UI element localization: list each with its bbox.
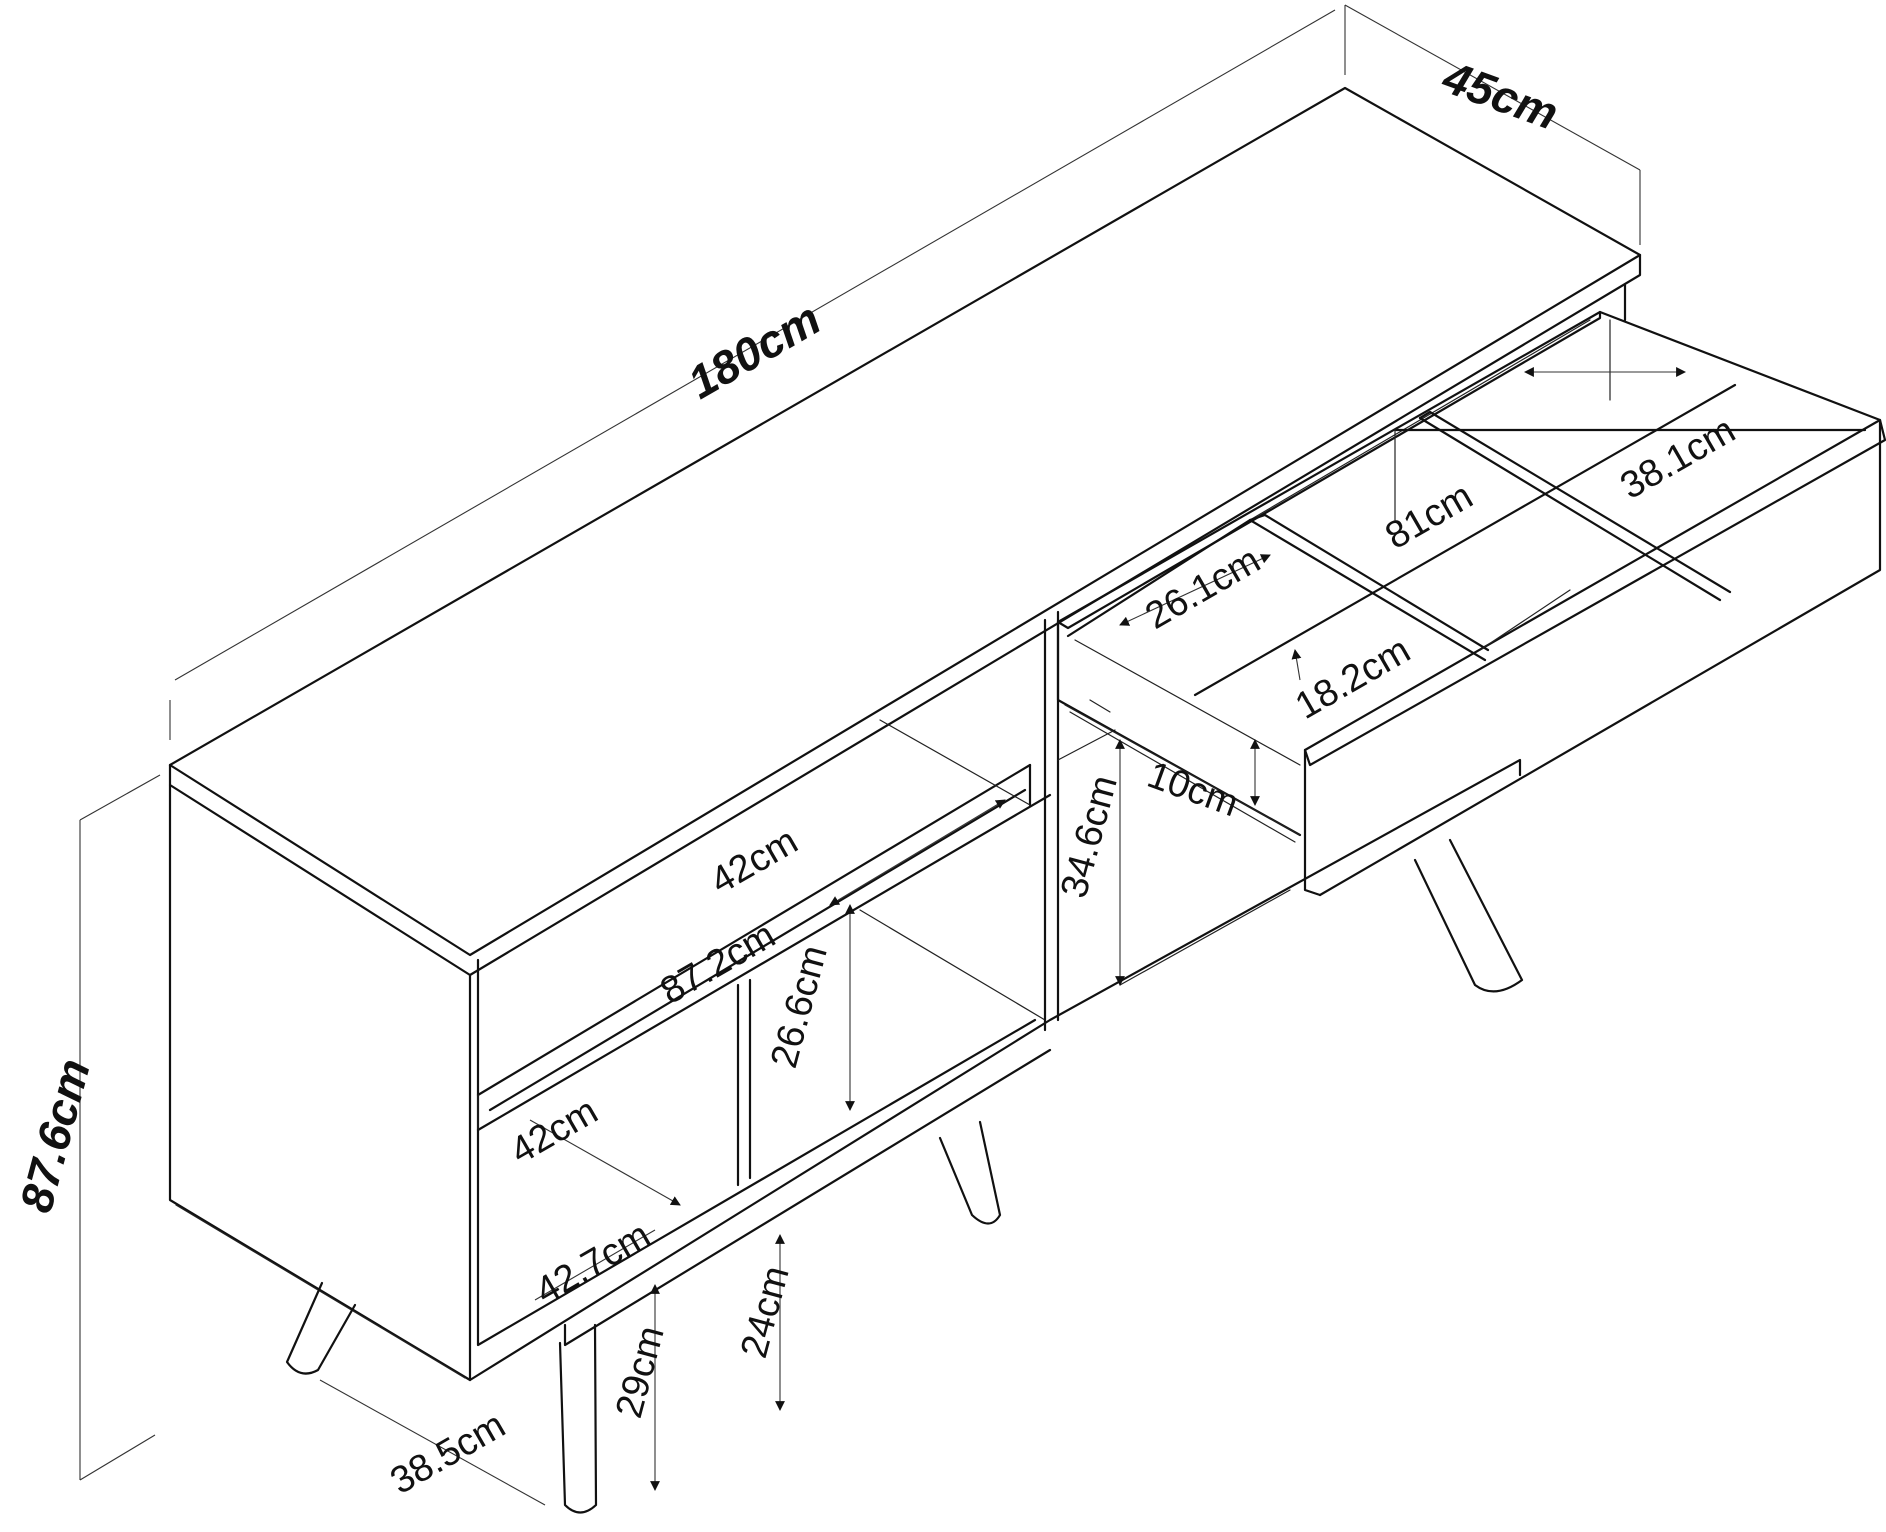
label-depth: 45cm [1436,50,1565,139]
label-right-compartment-height: 34.6cm [1053,771,1126,902]
label-drawer-height: 10cm [1142,754,1244,825]
label-lower-compartment-width: 42.7cm [529,1214,658,1313]
label-upper-compartment-height: 26.6cm [763,941,836,1072]
label-drawer-inner-width: 81cm [1379,475,1480,558]
label-clearance-height: 24cm [733,1262,798,1363]
label-leg-spacing: 38.5cm [384,1404,513,1503]
dimension-lines [79,4,1686,1506]
label-lower-compartment-depth: 42cm [504,1090,605,1173]
label-leg-height: 29cm [608,1322,673,1423]
label-shelf-depth: 42cm [704,820,805,903]
drawer [1056,310,1886,897]
cabinet-outline [168,86,1642,1382]
label-height: 87.6cm [9,1053,100,1217]
label-drawer-section-a: 26.1cm [1139,539,1268,638]
label-width: 180cm [679,292,829,409]
dimension-labels: 180cm 45cm 87.6cm 42cm 87.2cm 26.6cm 42c… [9,50,1742,1503]
label-drawer-section-b: 18.2cm [1289,629,1418,728]
label-drawer-section-c: 38.1cm [1614,409,1743,508]
legs [285,838,1524,1514]
